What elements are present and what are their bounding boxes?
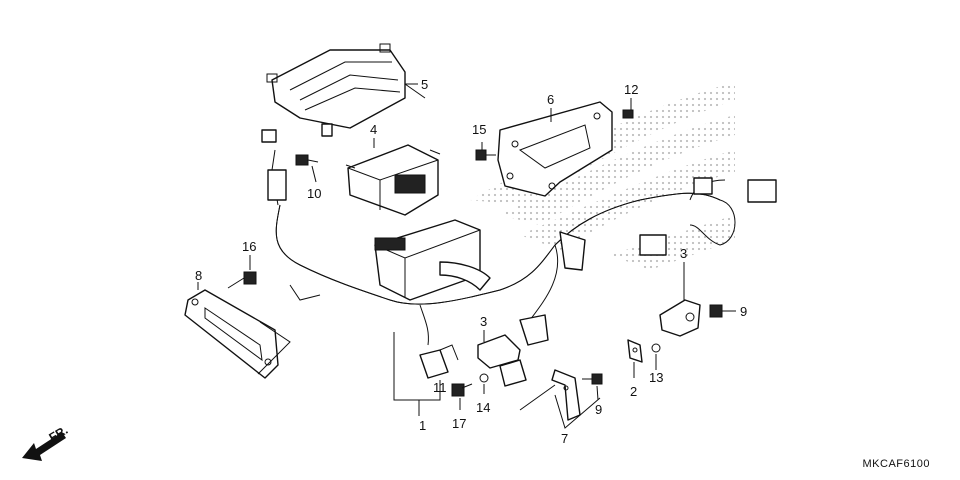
callout-15: 15 — [472, 122, 486, 137]
callout-16: 16 — [242, 239, 256, 254]
callout-10: 10 — [307, 186, 321, 201]
part-4-control-unit — [345, 144, 441, 216]
callout-6: 6 — [547, 92, 554, 107]
part-1-wire-harness — [261, 129, 777, 346]
callout-4: 4 — [370, 122, 377, 137]
part-10-bolt — [295, 154, 319, 166]
leader-lines — [311, 83, 736, 429]
callout-3-lower: 3 — [480, 314, 487, 329]
callout-9-lower: 9 — [595, 402, 602, 417]
leader-8-bracket — [257, 321, 291, 375]
callout-7: 7 — [561, 431, 568, 446]
callout-9-right: 9 — [740, 304, 747, 319]
callout-11: 11 — [433, 380, 447, 395]
part-9-bolt-right — [709, 304, 723, 318]
callout-5: 5 — [421, 77, 428, 92]
part-8-plate — [184, 289, 279, 379]
part-9-bolt-lower — [582, 373, 603, 385]
callout-12: 12 — [624, 82, 638, 97]
callout-17: 17 — [452, 416, 466, 431]
callout-1: 1 — [419, 418, 426, 433]
part-2-clip — [627, 339, 643, 363]
catalog-code: MKCAF6100 — [862, 458, 930, 470]
part-3-sensor-lower — [477, 334, 527, 387]
part-12-screw — [622, 109, 634, 119]
callout-8: 8 — [195, 268, 202, 283]
part-13-washer — [651, 343, 661, 353]
part-14-washer — [479, 373, 489, 383]
harness-relay-box — [374, 219, 491, 301]
part-6-bracket — [497, 101, 613, 197]
part-17-bolt — [451, 383, 473, 397]
callout-2: 2 — [630, 384, 637, 399]
front-direction-arrow: FR. — [22, 423, 70, 461]
part-5-cover — [266, 43, 406, 137]
part-16-bolt — [227, 271, 257, 289]
callout-3-right: 3 — [680, 246, 687, 261]
part-11-connector — [419, 344, 459, 379]
callout-13: 13 — [649, 370, 663, 385]
part-15-bolt — [475, 149, 496, 161]
part-3-sensor-right — [659, 299, 701, 337]
callout-14: 14 — [476, 400, 490, 415]
callout-labels: 1 2 3 3 4 5 6 7 8 9 9 10 11 12 13 14 15 … — [195, 77, 747, 446]
part-7-stay — [551, 369, 581, 421]
